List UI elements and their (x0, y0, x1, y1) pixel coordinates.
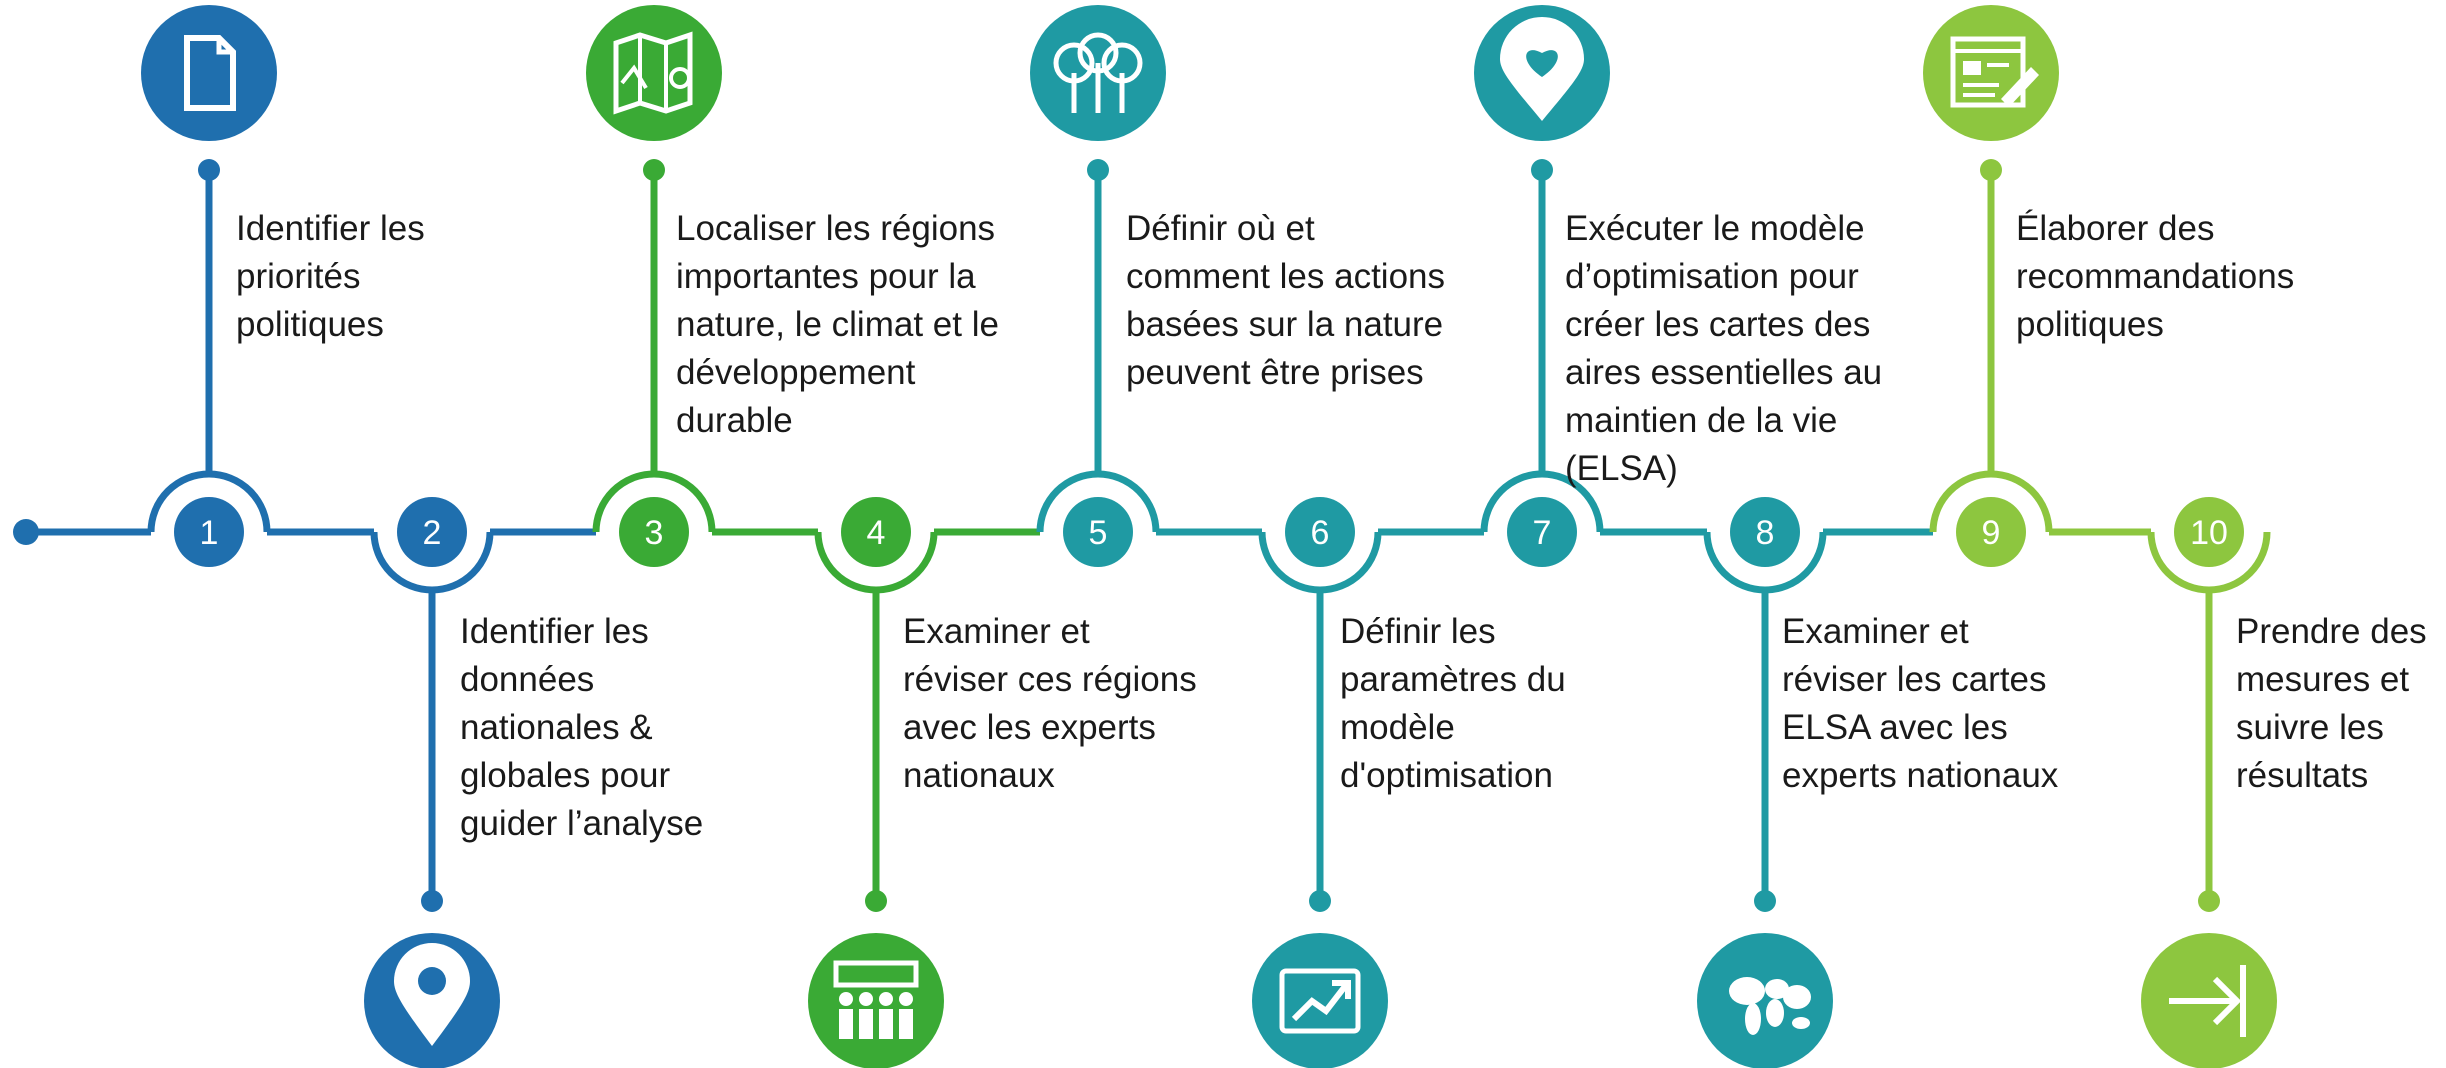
stem-dot (198, 159, 220, 181)
step-number: 1 (200, 514, 219, 552)
node-arc (147, 470, 271, 533)
step-label: Élaborer des recommandations politiques (2016, 209, 2295, 344)
world-map-icon (1697, 933, 1833, 1068)
step-label: Identifier les données nationales & glob… (460, 612, 704, 843)
map-icon (586, 5, 722, 141)
step-10: 10 (2049, 497, 2277, 1068)
node-arc (814, 531, 938, 594)
step-label: Exécuter le modèle d’optimisation pour c… (1565, 209, 1883, 488)
step-1: 1 (26, 5, 277, 567)
step-node (1285, 497, 1355, 567)
node-arc (1258, 531, 1382, 594)
step-number: 9 (1982, 514, 2001, 552)
step-label: Identifier les priorités politiques (236, 209, 425, 344)
step-number: 4 (867, 514, 886, 552)
arrow-target-icon (2141, 933, 2277, 1068)
chart-trend-icon (1252, 933, 1388, 1068)
step-label: Examiner et réviser les cartes ELSA avec… (1782, 612, 2059, 795)
step-6: 6 (1156, 497, 1388, 1068)
step-9: 9 (1823, 5, 2059, 567)
stem-dot (1980, 159, 2002, 181)
step-label: Examiner et réviser ces régions avec les… (903, 612, 1197, 795)
step-number: 3 (645, 514, 664, 552)
step-node (1063, 497, 1133, 567)
step-node (1730, 497, 1800, 567)
node-arc (1929, 470, 2053, 533)
location-pin-icon (364, 933, 500, 1068)
stem-dot (643, 159, 665, 181)
step-8: 8 (1600, 497, 1833, 1068)
step-4: 4 (712, 497, 944, 1068)
step-number: 2 (423, 514, 442, 552)
step-label: Localiser les régions importantes pour l… (676, 209, 999, 440)
stem-dot (2198, 890, 2220, 912)
step-number: 10 (2190, 514, 2228, 552)
node-arc (592, 470, 716, 533)
node-arc (1036, 470, 1160, 533)
step-node (174, 497, 244, 567)
step-node (397, 497, 467, 567)
stem-dot (1309, 890, 1331, 912)
trees-icon (1030, 5, 1166, 141)
document-icon (141, 5, 277, 141)
stem-dot (421, 890, 443, 912)
step-label: Définir les paramètres du modèle d'optim… (1340, 612, 1566, 795)
step-node (2174, 497, 2244, 567)
node-arc (2147, 531, 2271, 594)
step-label: Définir où et comment les actions basées… (1126, 209, 1446, 392)
heart-pin-icon (1474, 5, 1610, 141)
step-node (1956, 497, 2026, 567)
step-7: 7 (1378, 5, 1610, 567)
stem-dot (865, 890, 887, 912)
step-number: 5 (1089, 514, 1108, 552)
stem-dot (1754, 890, 1776, 912)
node-arc (1480, 470, 1604, 533)
step-label: Prendre des mesures et suivre les résult… (2236, 612, 2427, 795)
edit-document-icon (1923, 5, 2059, 141)
step-number: 8 (1756, 514, 1775, 552)
step-node (841, 497, 911, 567)
step-number: 7 (1533, 514, 1552, 552)
stem-dot (1531, 159, 1553, 181)
node-arc (1703, 531, 1827, 594)
people-with-board-icon (808, 933, 944, 1068)
step-3: 3 (490, 5, 722, 567)
step-number: 6 (1311, 514, 1330, 552)
stem-dot (1087, 159, 1109, 181)
step-2: 2 (267, 497, 500, 1068)
step-node (619, 497, 689, 567)
step-5: 5 (934, 5, 1166, 567)
node-arc (370, 531, 494, 594)
step-node (1507, 497, 1577, 567)
